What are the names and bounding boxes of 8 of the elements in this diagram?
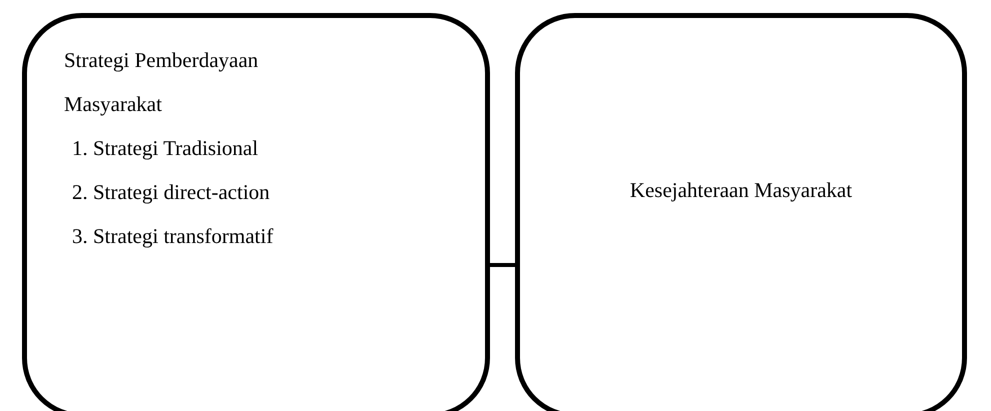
rounded-box	[22, 13, 490, 411]
heading-text: Strategi Pemberdayaan Masyarakat	[64, 47, 260, 118]
connector-line	[490, 263, 515, 267]
list-item: 2. Strategi direct-action	[72, 179, 270, 206]
list-item: 3. Strategi transformatif	[72, 223, 274, 250]
rounded-box	[515, 13, 967, 411]
box-label: Kesejahteraan Masyarakat	[628, 177, 854, 204]
list-item: 1. Strategi Tradisional	[72, 135, 258, 162]
